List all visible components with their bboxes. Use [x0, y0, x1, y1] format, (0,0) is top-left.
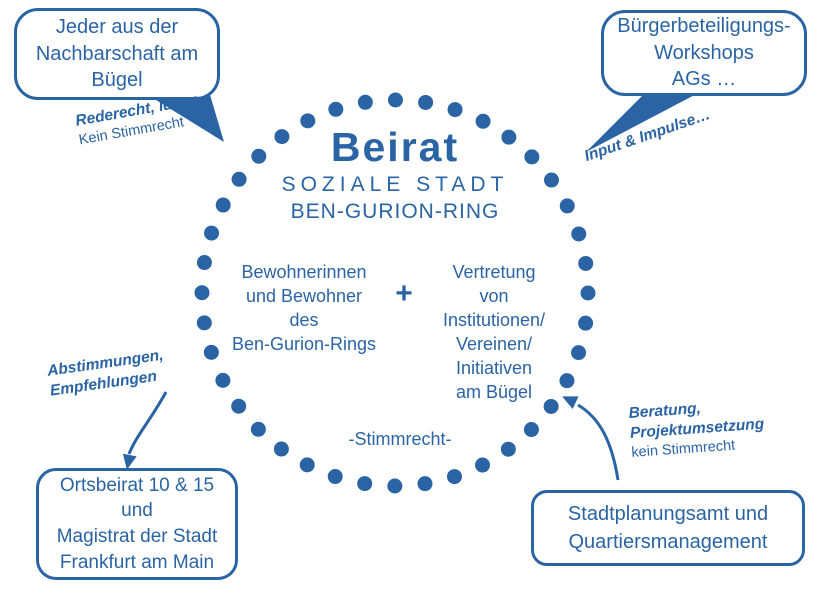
diagram-title: Beirat [330, 124, 460, 170]
arrow-to-beirat-head-icon [562, 396, 579, 410]
arrow-to-ortsbeirat-head-icon [122, 453, 137, 470]
plus-sign: + [395, 277, 413, 310]
diagram-subtitle-line1: SOZIALE STADT [281, 173, 509, 196]
dotted-ring [194, 92, 596, 494]
callout-stadtplanungsamt-text: Stadtplanungsamt und Quartiersmanagement [567, 503, 769, 553]
callout-neighborhood-text: Jeder aus der Nachbarschaft am Bügel [35, 16, 199, 92]
callout-stadtplanungsamt: Stadtplanungsamt und Quartiersmanagement [531, 490, 805, 566]
callout-workshops: Bürgerbeteiligungs- Workshops AGs … [601, 10, 807, 96]
members-residents: Bewohnerinnen und Bewohner des Ben-Gurio… [231, 262, 377, 354]
callout-ortsbeirat-text: Ortsbeirat 10 & 15 und Magistrat der Sta… [56, 474, 218, 573]
callout-workshops-text: Bürgerbeteiligungs- Workshops AGs … [617, 15, 791, 91]
arrow-to-beirat-icon [577, 403, 620, 481]
callout-neighborhood: Jeder aus der Nachbarschaft am Bügel [14, 8, 220, 100]
voting-note: -Stimmrecht- [348, 429, 452, 449]
members-institutions: Vertretung von Institutionen/ Vereinen/ … [442, 262, 546, 402]
callout-top-left-tail-icon [148, 88, 224, 142]
callout-top-right-tail-icon [586, 90, 704, 152]
callout-ortsbeirat: Ortsbeirat 10 & 15 und Magistrat der Sta… [36, 468, 238, 580]
arrow-to-ortsbeirat-icon [127, 391, 168, 455]
diagram-subtitle-line2: BEN-GURION-RING [290, 200, 500, 223]
label-beratung: Beratung, Projektumsetzung kein Stimmrec… [628, 395, 766, 463]
